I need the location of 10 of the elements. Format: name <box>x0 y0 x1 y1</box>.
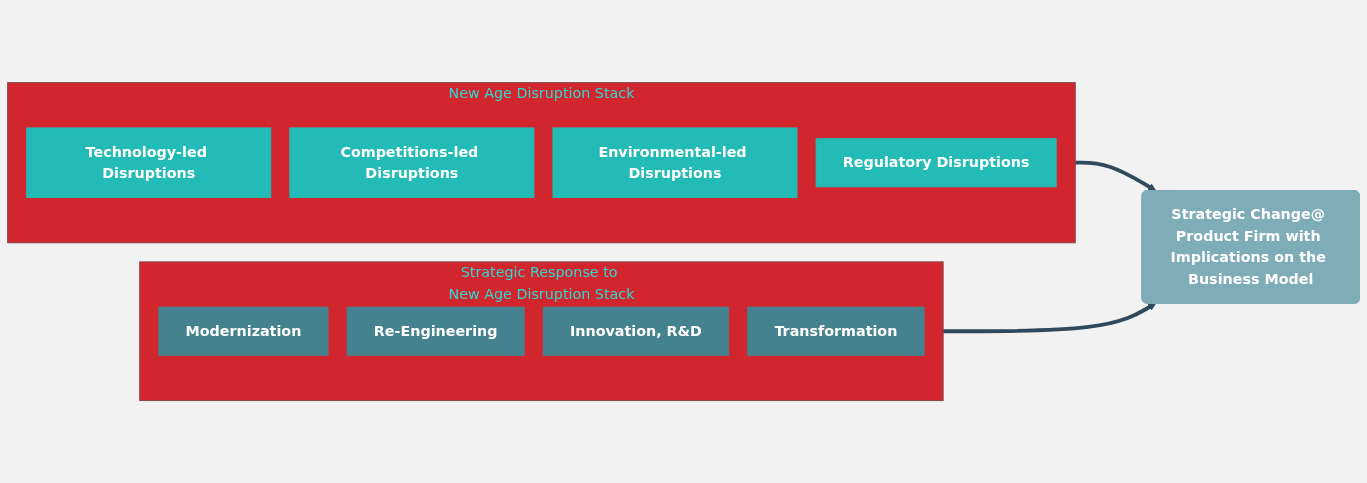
node-box: Competitions-led Disruptions <box>289 127 535 198</box>
node-box: Innovation, R&D <box>542 306 730 356</box>
node-box: Transformation <box>747 306 925 356</box>
node-box: Modernization <box>158 306 329 356</box>
arrow <box>943 302 1157 333</box>
node-box: Re-Engineering <box>346 306 525 356</box>
node-box: Technology-led Disruptions <box>26 127 272 198</box>
arrow <box>1075 160 1157 191</box>
node-box: Environmental-led Disruptions <box>552 127 798 198</box>
node-box: Regulatory Disruptions <box>815 138 1057 188</box>
